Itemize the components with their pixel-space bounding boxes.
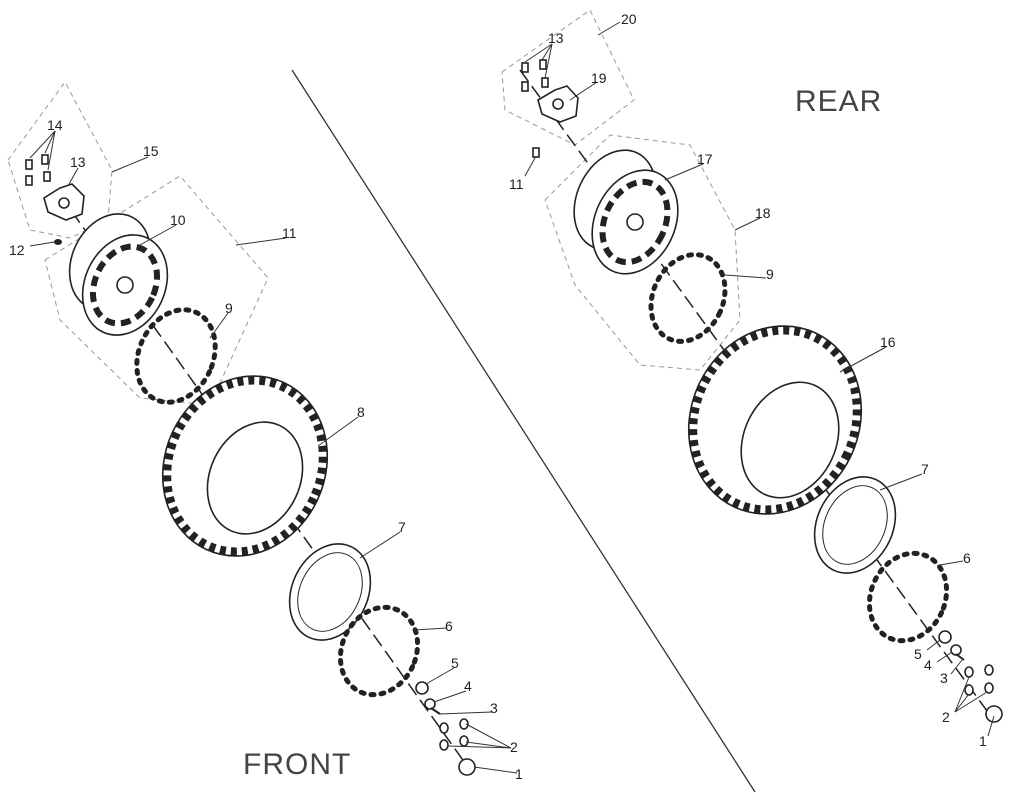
callout-9: 9 xyxy=(766,266,774,282)
front-title: FRONT xyxy=(243,748,351,781)
callout-6: 6 xyxy=(445,618,453,634)
callout-20: 20 xyxy=(621,11,637,27)
front-bolts xyxy=(337,604,421,698)
rear-washer xyxy=(938,630,952,644)
rear-lug-nuts xyxy=(964,664,994,696)
front-hub-cap xyxy=(458,758,476,776)
front-washer xyxy=(415,681,429,695)
divider-line xyxy=(291,69,756,793)
callout-2: 2 xyxy=(510,739,518,755)
callout-4: 4 xyxy=(464,678,472,694)
rear-bolts xyxy=(866,550,950,644)
callout-12: 12 xyxy=(9,242,25,258)
callout-5: 5 xyxy=(914,646,922,662)
front-lug-nuts xyxy=(439,718,469,751)
front-valve-stem xyxy=(54,239,62,245)
callout-2: 2 xyxy=(942,709,950,725)
callout-9: 9 xyxy=(225,300,233,316)
front-nut xyxy=(424,698,436,710)
callout-7: 7 xyxy=(398,519,406,535)
rear-valve-stem xyxy=(532,147,540,158)
callout-7: 7 xyxy=(921,461,929,477)
rear-title: REAR xyxy=(795,85,882,118)
callout-13: 13 xyxy=(548,30,564,46)
rear-bead-lock-bolts xyxy=(648,252,728,344)
callout-3: 3 xyxy=(490,700,498,716)
callout-6: 6 xyxy=(963,550,971,566)
front-bead-lock-bolts xyxy=(134,307,218,405)
rear-studs xyxy=(521,59,549,92)
callout-1: 1 xyxy=(515,766,523,782)
rear-nut xyxy=(950,644,962,656)
rear-cotter-pin xyxy=(955,653,965,661)
callout-10: 10 xyxy=(170,212,186,228)
callout-18: 18 xyxy=(755,205,771,221)
callout-1: 1 xyxy=(979,733,987,749)
rear-assembly: 20 13 19 11 17 18 9 16 7 6 5 4 3 2 1 REA… xyxy=(501,9,1003,749)
callout-14: 14 xyxy=(47,117,63,133)
rear-wheel-kit-outline xyxy=(544,134,741,371)
callout-13: 13 xyxy=(70,154,86,170)
front-assembly: 14 13 15 10 11 12 9 8 7 6 5 4 3 2 1 FRON… xyxy=(7,81,523,782)
callout-8: 8 xyxy=(357,404,365,420)
callout-3: 3 xyxy=(940,670,948,686)
callout-11: 11 xyxy=(282,225,297,241)
callout-17: 17 xyxy=(697,151,713,167)
front-bead-lock-ring xyxy=(288,543,372,641)
callout-4: 4 xyxy=(924,657,932,673)
callout-5: 5 xyxy=(451,655,459,671)
rear-hub-cap xyxy=(985,705,1003,723)
callout-15: 15 xyxy=(143,143,159,159)
callout-19: 19 xyxy=(591,70,607,86)
front-studs xyxy=(25,154,51,186)
callout-16: 16 xyxy=(880,334,896,350)
front-cotter-pin xyxy=(430,707,441,715)
callout-11: 11 xyxy=(509,176,524,192)
rear-hub-kit-outline xyxy=(501,9,635,146)
